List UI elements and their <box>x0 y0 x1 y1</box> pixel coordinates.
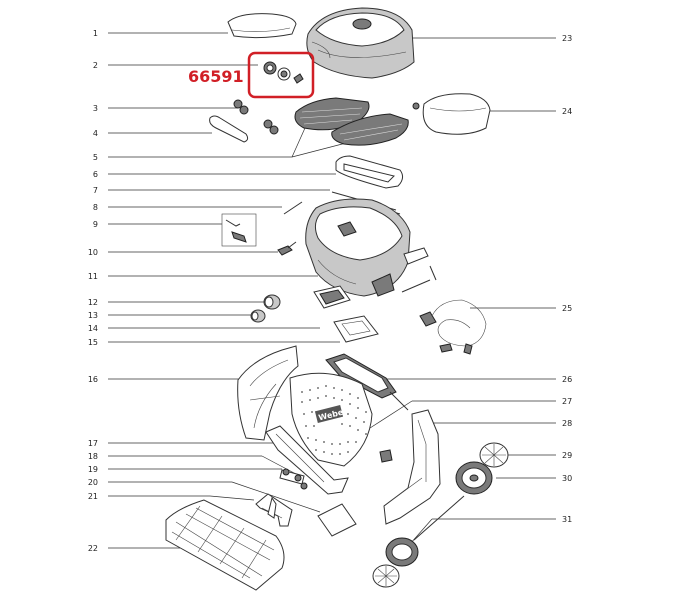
part-8-wire <box>283 201 303 215</box>
part-number-7: 7 <box>93 186 98 195</box>
part-number-10: 10 <box>88 248 98 257</box>
part-number-2: 2 <box>93 61 98 70</box>
part-28-right-leg <box>379 409 441 525</box>
part-number-31: 31 <box>562 515 572 524</box>
part-number-12: 12 <box>88 298 98 307</box>
part-10-electrode <box>277 241 297 256</box>
part-25-regulator-hose <box>419 299 487 355</box>
part-number-15: 15 <box>88 338 98 347</box>
part-number-5: 5 <box>93 153 98 162</box>
part-27-front-panel: Weber <box>289 372 373 467</box>
part-2-control-knob-kit <box>263 61 304 84</box>
part-number-25: 25 <box>562 304 572 313</box>
part-number-11: 11 <box>88 272 98 281</box>
part-number-22: 22 <box>88 544 98 553</box>
part-number-27: 27 <box>562 397 572 406</box>
part-11-cookbox <box>305 198 437 297</box>
part-29-hubcap <box>479 442 509 468</box>
part-30-wheel <box>455 461 493 495</box>
part-number-16: 16 <box>88 375 98 384</box>
part-17-bracket <box>265 425 349 495</box>
right-leader-lines <box>369 37 556 545</box>
part-number-18: 18 <box>88 452 98 461</box>
part-number-4: 4 <box>93 129 98 138</box>
part-21-leg-brackets <box>255 493 293 527</box>
part-22-rack <box>165 499 285 591</box>
part-number-14: 14 <box>88 324 98 333</box>
part-20-plate <box>317 503 357 537</box>
part-13-cap <box>250 309 266 323</box>
part-16-left-leg <box>237 345 299 441</box>
callout-part-number-label: 66591 <box>188 67 244 86</box>
part-18-19-bracket-bolts <box>279 468 308 490</box>
part-number-26: 26 <box>562 375 572 384</box>
part-6-rack <box>335 155 404 189</box>
part-31-axle-wheels <box>372 495 465 588</box>
part-number-17: 17 <box>88 439 98 448</box>
part-15-catch-pan <box>333 315 379 343</box>
part-number-29: 29 <box>562 451 572 460</box>
part-number-3: 3 <box>93 104 98 113</box>
part-number-9: 9 <box>93 220 98 229</box>
part-5-cooking-grates <box>294 97 409 146</box>
callout-highlight-box <box>247 51 315 99</box>
part-number-21: 21 <box>88 492 98 501</box>
part-23-lid <box>306 7 415 79</box>
part-number-6: 6 <box>93 170 98 179</box>
part-26-cart-frame <box>325 353 409 411</box>
part-number-8: 8 <box>93 203 98 212</box>
part-12-knob <box>263 294 281 310</box>
part-number-19: 19 <box>88 465 98 474</box>
part-number-28: 28 <box>562 419 572 428</box>
left-part-numbers: 1 2 3 4 5 6 7 8 9 10 11 12 13 14 15 16 1… <box>88 29 98 553</box>
part-9-bracket-kit <box>221 213 257 247</box>
part-number-24: 24 <box>562 107 572 116</box>
part-number-13: 13 <box>88 311 98 320</box>
part-14-drip-tray <box>313 285 351 309</box>
part-3-knobs <box>233 99 279 135</box>
part-number-30: 30 <box>562 474 572 483</box>
left-leader-lines <box>108 32 351 549</box>
part-4-handle <box>209 115 249 143</box>
right-part-numbers: 23 24 25 26 27 28 29 30 31 <box>562 34 572 524</box>
part-24-side-table <box>412 93 491 135</box>
part-number-20: 20 <box>88 478 98 487</box>
part-1-handle-cover <box>227 13 297 39</box>
part-number-23: 23 <box>562 34 572 43</box>
part-number-1: 1 <box>93 29 98 38</box>
